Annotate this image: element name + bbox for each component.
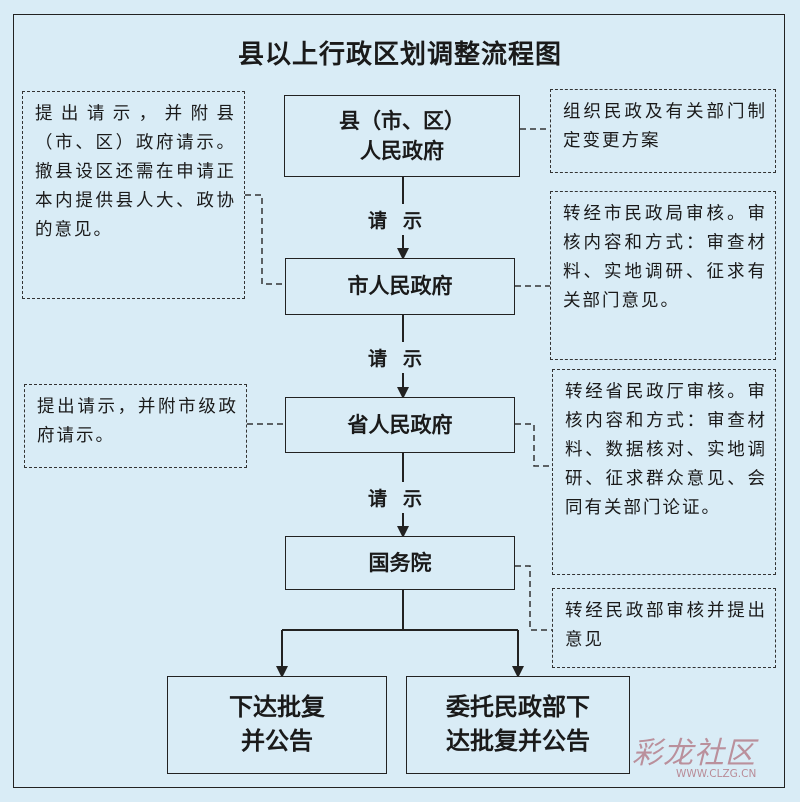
watermark-logo-text: 彩龙社区	[632, 736, 756, 771]
diagram-title: 县以上行政区划调整流程图	[237, 40, 562, 70]
note-left-city: 提出请示，并附市级政府请示。	[24, 384, 247, 468]
node-issue-approval: 下达批复 并公告	[167, 676, 387, 774]
edge-label-1: 请示	[364, 204, 439, 235]
note-right-county: 组织民政及有关部门制定变更方案	[550, 89, 776, 173]
dash-right-state	[515, 565, 552, 631]
watermark-url: WWW.CLZG.CN	[676, 768, 757, 780]
node-province-government: 省人民政府	[285, 397, 515, 453]
node-delegate-mca: 委托民政部下 达批复并公告	[406, 676, 630, 774]
diagram-frame	[13, 14, 785, 788]
note-right-city: 转经市民政局审核。审核内容和方式：审查材料、实地调研、征求有关部门意见。	[550, 191, 776, 360]
dash-left-county	[245, 194, 285, 285]
note-right-state-council: 转经民政部审核并提出意见	[552, 588, 776, 668]
node-state-council: 国务院	[285, 536, 515, 590]
watermark-logo: 彩龙社区 WWW.CLZG.CN	[632, 728, 782, 788]
edge-label-3: 请示	[364, 482, 439, 513]
node-city-government: 市人民政府	[285, 258, 515, 315]
node-county-government: 县（市、区） 人民政府	[284, 95, 520, 177]
note-left-county: 提出请示，并附县（市、区）政府请示。撤县设区还需在申请正本内提供县人大、政协的意…	[22, 91, 245, 299]
note-right-province: 转经省民政厅审核。审核内容和方式：审查材料、数据核对、实地调研、征求群众意见、会…	[552, 369, 776, 575]
edge-label-2: 请示	[364, 342, 439, 373]
dash-right-province	[515, 423, 552, 467]
